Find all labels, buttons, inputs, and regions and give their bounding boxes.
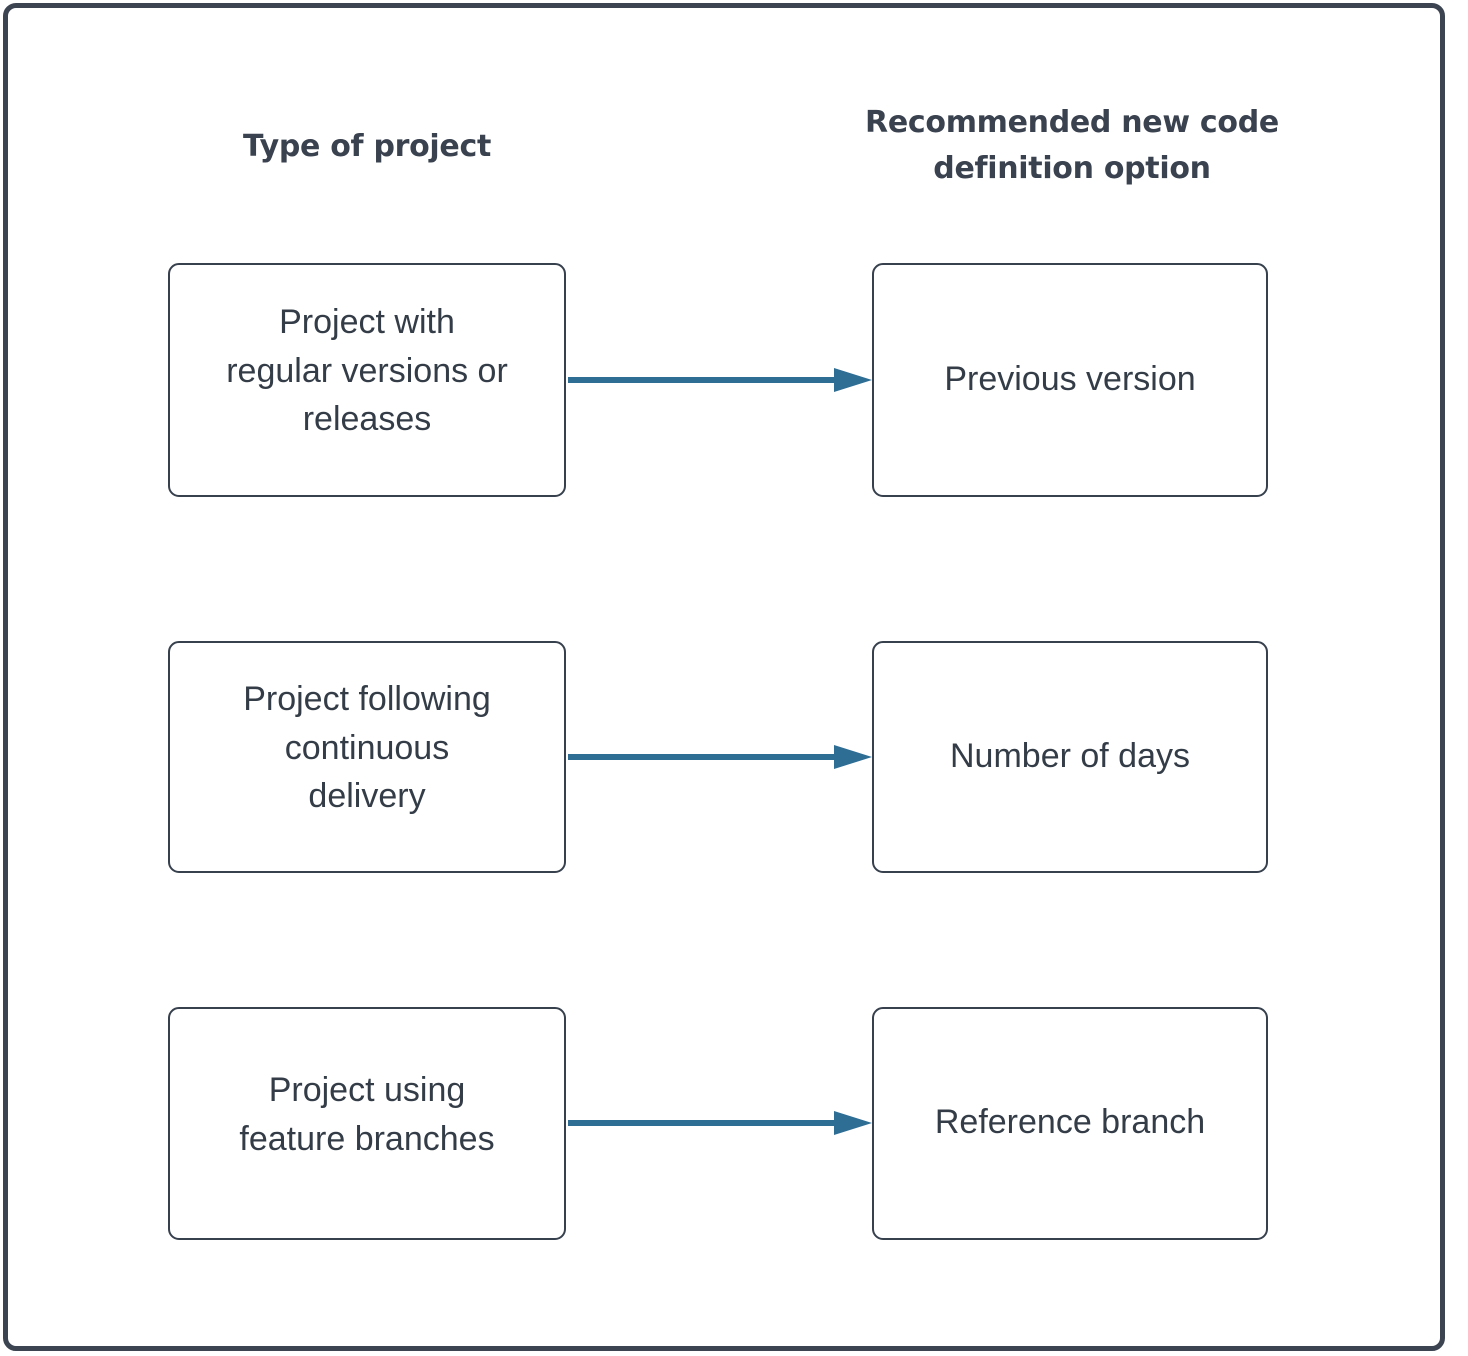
source-box-feature-branches-line2: feature branches bbox=[239, 1119, 495, 1158]
source-box-continuous-delivery-line3: delivery bbox=[308, 777, 426, 816]
arrow-right-icon-row-3 bbox=[566, 1110, 872, 1136]
source-box-continuous-delivery-line2: continuous bbox=[284, 728, 450, 767]
column-header-type-of-project: Type of project bbox=[243, 129, 491, 164]
column-header-recommended-option: Recommended new code definition option bbox=[842, 100, 1302, 191]
source-box-regular-versions[interactable]: Project with regular versions or release… bbox=[168, 263, 566, 497]
target-box-previous-version[interactable]: Previous version bbox=[872, 263, 1268, 497]
arrow-right-icon-row-1 bbox=[566, 367, 872, 393]
source-box-continuous-delivery-line1: Project following bbox=[243, 679, 491, 718]
source-box-continuous-delivery-label: Project following continuous delivery bbox=[170, 675, 564, 822]
target-box-number-of-days[interactable]: Number of days bbox=[872, 641, 1268, 873]
target-box-reference-branch-label: Reference branch bbox=[934, 1103, 1206, 1142]
target-box-previous-version-label: Previous version bbox=[944, 359, 1196, 398]
source-box-feature-branches-line1: Project using bbox=[268, 1070, 466, 1109]
source-box-regular-versions-line2: regular versions or bbox=[226, 351, 508, 390]
target-box-reference-branch[interactable]: Reference branch bbox=[872, 1007, 1268, 1240]
arrow-right-icon-row-2 bbox=[566, 744, 872, 770]
source-box-regular-versions-label: Project with regular versions or release… bbox=[170, 298, 564, 445]
source-box-continuous-delivery[interactable]: Project following continuous delivery bbox=[168, 641, 566, 873]
source-box-regular-versions-line1: Project with bbox=[279, 302, 455, 341]
column-header-recommended-option-line1: Recommended new code bbox=[865, 105, 1279, 140]
target-box-number-of-days-label: Number of days bbox=[950, 736, 1190, 775]
source-box-regular-versions-line3: releases bbox=[302, 400, 432, 439]
source-box-feature-branches[interactable]: Project using feature branches bbox=[168, 1007, 566, 1240]
source-box-feature-branches-label: Project using feature branches bbox=[170, 1066, 564, 1164]
column-header-recommended-option-line2: definition option bbox=[933, 150, 1211, 186]
